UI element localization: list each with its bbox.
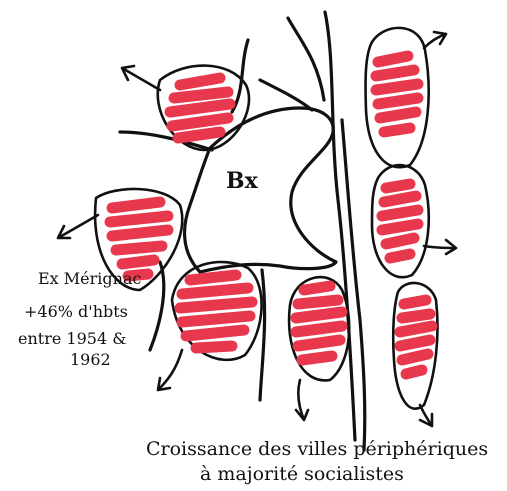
annotation-line-1: Ex Mérignac [38,269,141,288]
caption: Croissance des villes périphériques à ma… [146,438,488,485]
suburb-east-top-fill [376,56,418,132]
arrow-west [58,215,98,238]
annotation-line-3: entre 1954 & [18,329,126,348]
caption-line-2: à majorité socialistes [200,463,404,485]
suburb-east-mid-fill [382,184,418,258]
arrow-east-low [420,405,432,426]
road-northeast [288,18,324,100]
suburb-east-low-fill [400,300,432,374]
caption-line-1: Croissance des villes périphériques [146,438,488,460]
merignac-annotation: Ex Mérignac +46% d'hbts entre 1954 & 196… [18,269,141,369]
arrow-east-mid [424,240,456,254]
arrow-east-top [424,32,446,48]
arrow-northwest [122,66,160,90]
suburb-southwest-fill [180,275,252,348]
annotation-line-4: 1962 [70,350,111,369]
arrow-south [296,380,308,420]
suburb-northwest-fill [170,78,230,138]
road-north-mid [260,80,312,110]
suburb-south-fill [296,286,342,360]
arrow-southwest [158,350,182,390]
city-label: Bx [226,168,259,194]
annotation-line-2: +46% d'hbts [24,302,128,321]
